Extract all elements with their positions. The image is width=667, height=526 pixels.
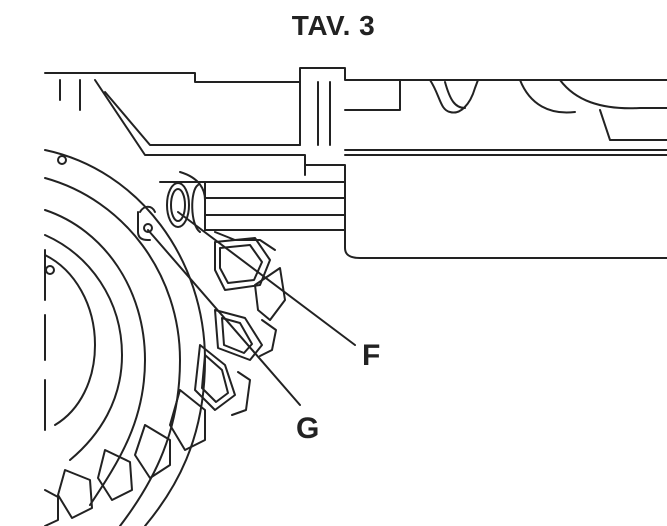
wheel <box>44 149 206 526</box>
bolt-f <box>166 182 190 228</box>
upper-chassis <box>44 67 667 259</box>
callout-leaders <box>147 211 356 406</box>
leader-line-g <box>147 229 301 406</box>
callout-f-label: F <box>362 339 380 372</box>
axle-bracket <box>159 171 346 251</box>
leader-line-f <box>177 211 356 346</box>
callout-g-label: G <box>296 412 319 445</box>
latch-g <box>137 205 156 241</box>
page-title: TAV. 3 <box>291 10 376 41</box>
tire-tread <box>44 237 286 526</box>
